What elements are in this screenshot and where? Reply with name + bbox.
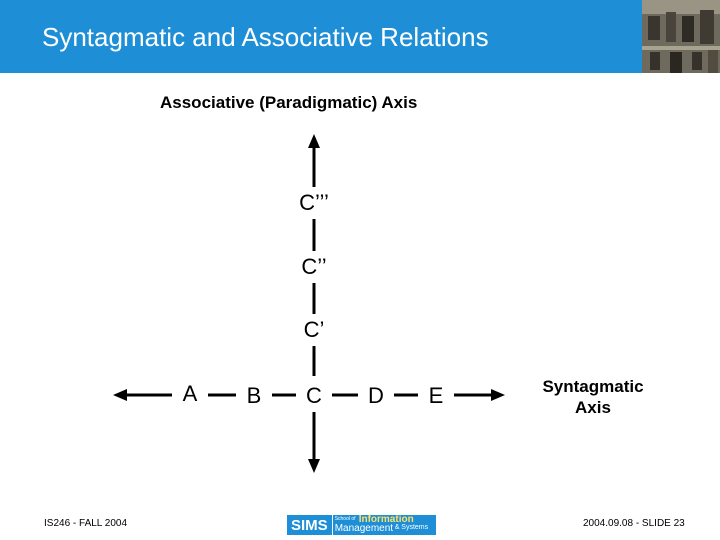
syntagmatic-axis-label-line2: Axis xyxy=(528,397,658,418)
syntagmatic-axis-label: Syntagmatic Axis xyxy=(528,376,658,418)
footer-slide-info: 2004.09.08 - SLIDE 23 xyxy=(583,518,685,529)
horizontal-axis-arrow-left xyxy=(113,389,127,401)
logo-school-text: School of Information Management & Syste… xyxy=(332,515,436,535)
vertical-axis-arrow-down xyxy=(308,459,320,473)
node-a: A xyxy=(170,382,210,406)
logo-management: Management xyxy=(335,523,393,534)
node-b: B xyxy=(234,384,274,408)
node-c: C xyxy=(294,384,334,408)
logo-school-of: School of xyxy=(335,516,356,522)
logo-sims-text: SIMS xyxy=(287,515,332,535)
node-c-triple-prime: C’’’ xyxy=(294,191,334,215)
sims-logo: SIMS School of Information Management & … xyxy=(287,515,436,535)
node-c-double-prime: C’’ xyxy=(294,255,334,279)
syntagmatic-axis-label-line1: Syntagmatic xyxy=(528,376,658,397)
node-e: E xyxy=(416,384,456,408)
footer-course: IS246 - FALL 2004 xyxy=(44,518,127,529)
node-d: D xyxy=(356,384,396,408)
vertical-axis-arrow-up xyxy=(308,134,320,148)
horizontal-axis-arrow-right xyxy=(491,389,505,401)
node-c-prime: C’ xyxy=(294,318,334,342)
logo-systems: & Systems xyxy=(395,524,428,531)
